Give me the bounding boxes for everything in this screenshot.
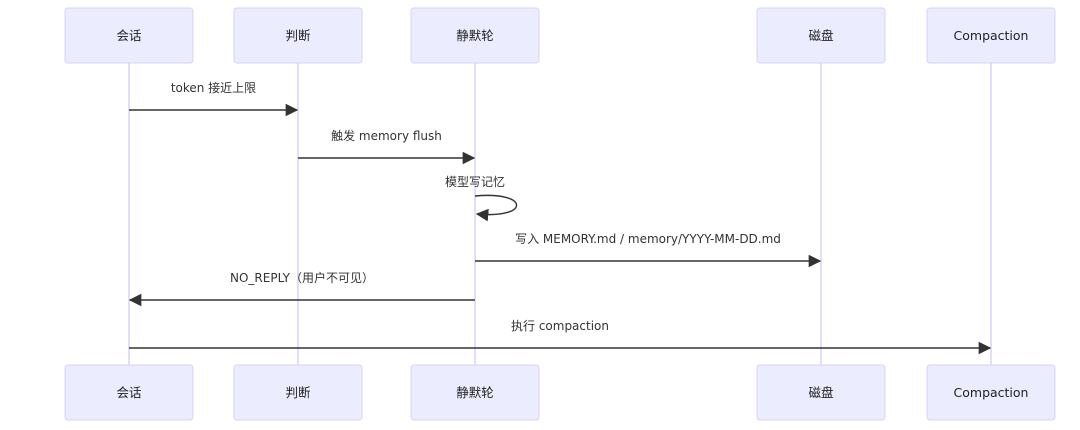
self-loop-arrow bbox=[474, 194, 518, 222]
message-label: NO_REPLY（用户不可见） bbox=[230, 270, 374, 285]
message-label: 写入 MEMORY.md / memory/YYYY-MM-DD.md bbox=[515, 232, 781, 246]
actor-compaction-bottom[interactable]: Compaction bbox=[926, 364, 1056, 421]
message-4: 写入 MEMORY.md / memory/YYYY-MM-DD.md bbox=[475, 232, 822, 268]
actor-label: 会话 bbox=[116, 385, 141, 400]
actor-box bbox=[233, 7, 363, 64]
message-2: 触发 memory flush bbox=[298, 128, 476, 165]
actor-disk-top[interactable]: 磁盘 bbox=[756, 7, 886, 64]
message-label: 执行 compaction bbox=[511, 319, 609, 333]
actor-silent-bottom[interactable]: 静默轮 bbox=[410, 364, 540, 421]
actor-box bbox=[926, 364, 1056, 421]
actor-disk-bottom[interactable]: 磁盘 bbox=[756, 364, 886, 421]
actor-judge-top[interactable]: 判断 bbox=[233, 7, 363, 64]
actor-session-top[interactable]: 会话 bbox=[64, 7, 194, 64]
actor-label: Compaction bbox=[954, 385, 1029, 400]
actor-box bbox=[233, 364, 363, 421]
actor-label: Compaction bbox=[954, 28, 1029, 43]
message-3: 模型写记忆 bbox=[445, 175, 518, 222]
message-label: 触发 memory flush bbox=[331, 128, 442, 143]
actor-label: 静默轮 bbox=[456, 385, 494, 400]
actor-compaction-top[interactable]: Compaction bbox=[926, 7, 1056, 64]
actor-label: 静默轮 bbox=[456, 28, 494, 43]
actor-label: 会话 bbox=[116, 28, 141, 43]
actor-session-bottom[interactable]: 会话 bbox=[64, 364, 194, 421]
message-1: token 接近上限 bbox=[129, 80, 299, 117]
actor-judge-bottom[interactable]: 判断 bbox=[233, 364, 363, 421]
actor-box bbox=[64, 7, 194, 64]
actor-label: 判断 bbox=[285, 28, 310, 43]
actor-label: 磁盘 bbox=[808, 28, 833, 43]
message-6: 执行 compaction bbox=[129, 319, 992, 355]
actor-label: 判断 bbox=[285, 385, 310, 400]
actor-box bbox=[64, 364, 194, 421]
message-label: 模型写记忆 bbox=[445, 175, 505, 189]
message-label: token 接近上限 bbox=[171, 80, 256, 95]
actor-label: 磁盘 bbox=[808, 385, 833, 400]
actor-box bbox=[410, 7, 540, 64]
actor-box bbox=[926, 7, 1056, 64]
actor-box bbox=[756, 364, 886, 421]
actor-silent-top[interactable]: 静默轮 bbox=[410, 7, 540, 64]
actor-box bbox=[756, 7, 886, 64]
message-5: NO_REPLY（用户不可见） bbox=[128, 270, 475, 307]
actor-box bbox=[410, 364, 540, 421]
